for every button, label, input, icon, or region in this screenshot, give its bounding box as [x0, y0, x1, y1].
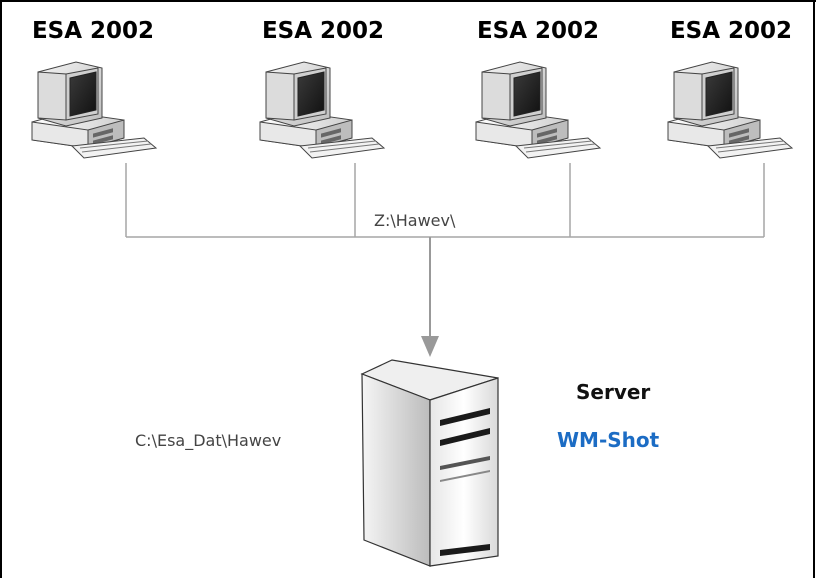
client-label-4: ESA 2002	[669, 18, 793, 44]
client-label-2: ESA 2002	[261, 18, 385, 44]
network-lines	[125, 163, 765, 238]
frame-top-border	[0, 0, 816, 2]
server-local-path-label: C:\Esa_Dat\Hawev	[135, 431, 282, 450]
desktop-computer-icon	[31, 61, 157, 159]
desktop-computer-icon	[475, 61, 601, 159]
frame-right-border	[813, 0, 815, 578]
share-path-label: Z:\Hawev\	[374, 211, 456, 230]
server-tower-icon	[360, 359, 499, 567]
desktop-computer-icon	[259, 61, 385, 159]
client-label-1: ESA 2002	[31, 18, 155, 44]
arrow-to-server	[421, 237, 439, 357]
client-label-3: ESA 2002	[476, 18, 600, 44]
server-title: Server	[576, 380, 651, 404]
desktop-computer-icon	[667, 61, 793, 159]
frame-left-border	[0, 0, 2, 578]
server-name: WM-Shot	[557, 428, 660, 452]
